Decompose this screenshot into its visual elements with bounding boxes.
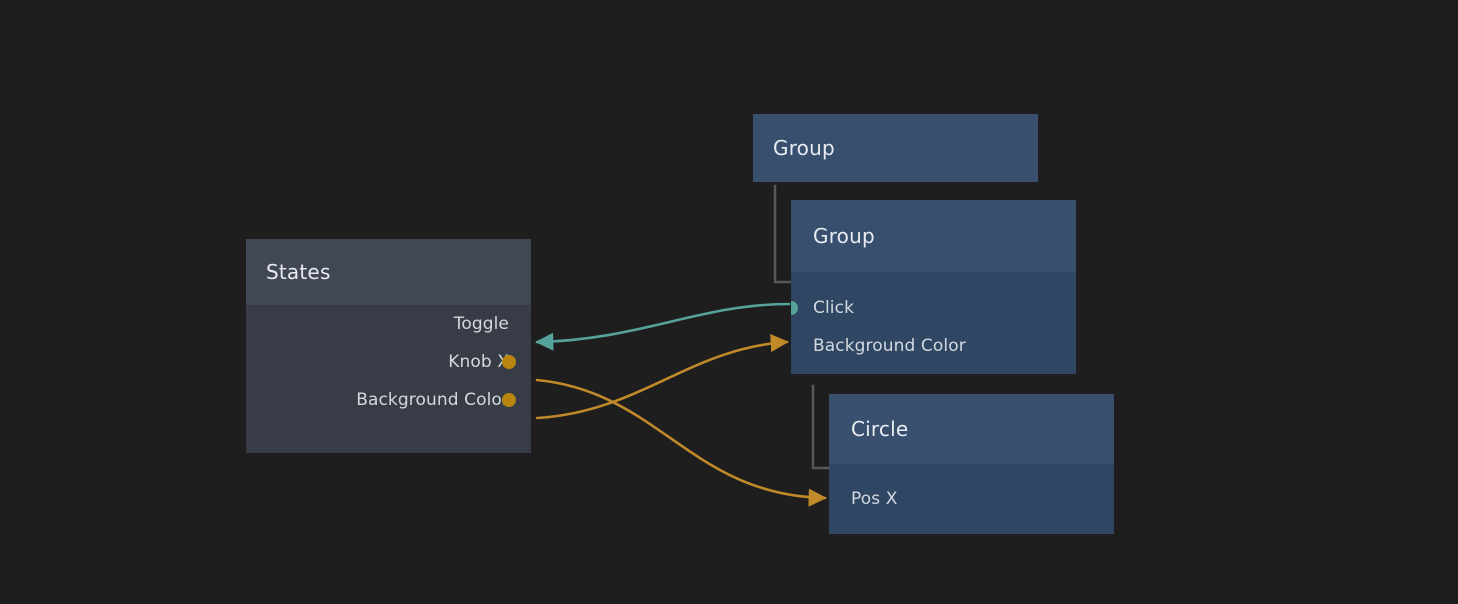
node-states-header[interactable]: States [246,239,531,305]
node-states[interactable]: States Toggle Knob X Background Color [246,239,531,453]
tree-connector-outer-to-inner [773,184,792,284]
node-group-inner-header[interactable]: Group [791,200,1076,272]
node-states-body: Toggle Knob X Background Color [246,305,531,453]
port-row-group-background-color[interactable]: Background Color [791,327,1076,365]
node-group-outer-header[interactable]: Group [753,114,1038,182]
node-circle-body: Pos X [829,464,1114,534]
node-circle-header[interactable]: Circle [829,394,1114,464]
edge-click-to-toggle [535,302,791,351]
port-label-group-background-color: Background Color [813,336,966,356]
port-row-states-background-color[interactable]: Background Color [246,381,516,419]
node-circle[interactable]: Circle Pos X [829,394,1114,534]
tree-connector-inner-to-circle [811,384,830,470]
port-row-group-click[interactable]: Click [791,289,1076,327]
port-label-pos-x: Pos X [851,489,898,509]
node-states-title: States [266,260,331,284]
port-row-circle-pos-x[interactable]: Pos X [829,480,1114,518]
node-group-outer-title: Group [773,136,835,160]
port-label-states-background-color: Background Color [356,390,509,410]
port-label-knob-x: Knob X [448,352,509,372]
node-group-outer[interactable]: Group [753,114,1038,182]
port-row-states-knob-x[interactable]: Knob X [246,343,516,381]
socket-out-states-background-color[interactable] [502,393,516,407]
port-row-states-toggle[interactable]: Toggle [246,305,509,343]
node-group-inner-body: Click Background Color [791,272,1076,374]
socket-out-click[interactable] [791,301,798,315]
port-label-click: Click [813,298,855,318]
node-group-inner-title: Group [813,224,875,248]
node-circle-title: Circle [851,417,909,441]
port-label-toggle: Toggle [453,314,509,334]
edge-knobx-to-posx [535,378,827,507]
edge-bgcolor-to-bgcolor [535,333,789,420]
socket-out-knob-x[interactable] [502,355,516,369]
node-group-inner[interactable]: Group Click Background Color [791,200,1076,374]
